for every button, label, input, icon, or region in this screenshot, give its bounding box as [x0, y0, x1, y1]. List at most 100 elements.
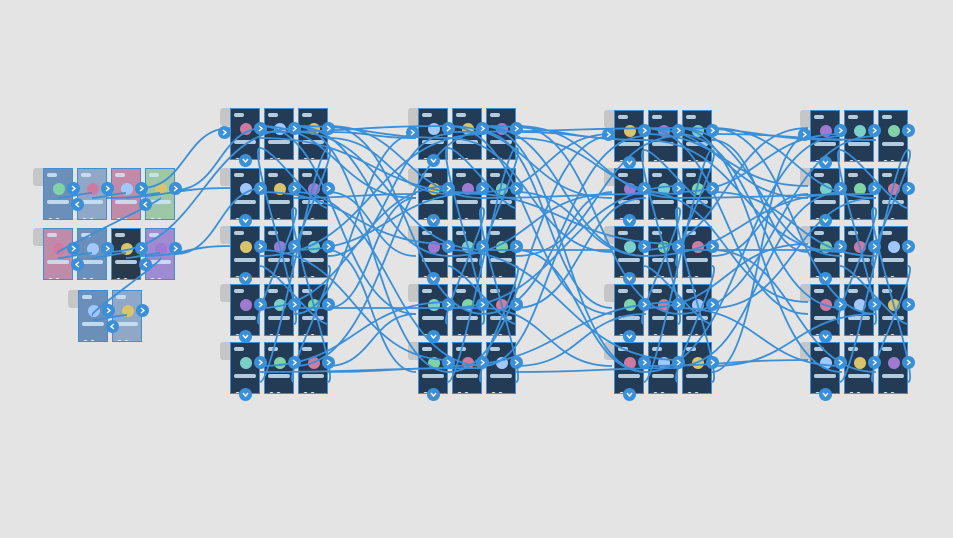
group-4-artboard[interactable]	[614, 168, 644, 220]
chevron-right-icon[interactable]	[510, 122, 523, 135]
group-4-artboard[interactable]	[614, 226, 644, 278]
group-1-artboard[interactable]	[77, 228, 107, 280]
group-1-artboard[interactable]	[43, 228, 73, 280]
chevron-down-icon[interactable]	[819, 272, 832, 285]
chevron-right-icon[interactable]	[638, 240, 651, 253]
chevron-right-icon[interactable]	[288, 356, 301, 369]
chevron-left-icon[interactable]	[71, 198, 84, 211]
chevron-right-icon[interactable]	[322, 298, 335, 311]
chevron-right-icon[interactable]	[902, 124, 915, 137]
group-5-artboard[interactable]	[878, 168, 908, 220]
chevron-right-icon[interactable]	[868, 182, 881, 195]
chevron-right-icon[interactable]	[902, 240, 915, 253]
chevron-right-icon[interactable]	[476, 182, 489, 195]
chevron-left-icon[interactable]	[71, 258, 84, 271]
group-3-artboard[interactable]	[418, 284, 448, 336]
chevron-right-icon[interactable]	[706, 240, 719, 253]
chevron-right-icon[interactable]	[476, 298, 489, 311]
chevron-right-icon[interactable]	[406, 126, 419, 139]
group-5-artboard[interactable]	[844, 110, 874, 162]
chevron-right-icon[interactable]	[868, 356, 881, 369]
group-3-artboard[interactable]	[452, 342, 482, 394]
group-1-artboard[interactable]	[112, 290, 142, 342]
group-2-artboard[interactable]	[298, 342, 328, 394]
chevron-right-icon[interactable]	[672, 298, 685, 311]
chevron-right-icon[interactable]	[902, 298, 915, 311]
group-1-artboard[interactable]	[145, 228, 175, 280]
group-5-artboard[interactable]	[810, 284, 840, 336]
group-2-artboard[interactable]	[230, 226, 260, 278]
group-2-artboard[interactable]	[298, 284, 328, 336]
chevron-right-icon[interactable]	[254, 298, 267, 311]
chevron-right-icon[interactable]	[902, 356, 915, 369]
chevron-right-icon[interactable]	[672, 356, 685, 369]
group-5-artboard[interactable]	[810, 110, 840, 162]
group-1-artboard[interactable]	[145, 168, 175, 220]
chevron-right-icon[interactable]	[834, 124, 847, 137]
chevron-right-icon[interactable]	[672, 240, 685, 253]
group-3-artboard[interactable]	[452, 284, 482, 336]
chevron-down-icon[interactable]	[819, 388, 832, 401]
chevron-right-icon[interactable]	[706, 124, 719, 137]
group-4-artboard[interactable]	[682, 342, 712, 394]
chevron-right-icon[interactable]	[135, 182, 148, 195]
group-4-artboard[interactable]	[648, 342, 678, 394]
group-5-artboard[interactable]	[878, 284, 908, 336]
group-2-artboard[interactable]	[230, 342, 260, 394]
chevron-right-icon[interactable]	[476, 356, 489, 369]
chevron-right-icon[interactable]	[868, 124, 881, 137]
group-3-artboard[interactable]	[486, 284, 516, 336]
chevron-right-icon[interactable]	[101, 182, 114, 195]
group-5-artboard[interactable]	[878, 342, 908, 394]
chevron-right-icon[interactable]	[101, 242, 114, 255]
chevron-right-icon[interactable]	[67, 182, 80, 195]
group-2-artboard[interactable]	[230, 108, 260, 160]
chevron-right-icon[interactable]	[706, 298, 719, 311]
group-1-artboard[interactable]	[43, 168, 73, 220]
chevron-right-icon[interactable]	[442, 240, 455, 253]
chevron-right-icon[interactable]	[442, 182, 455, 195]
group-5-artboard[interactable]	[810, 342, 840, 394]
chevron-right-icon[interactable]	[834, 298, 847, 311]
chevron-right-icon[interactable]	[254, 122, 267, 135]
group-5-artboard[interactable]	[844, 284, 874, 336]
group-3-artboard[interactable]	[486, 168, 516, 220]
group-3-artboard[interactable]	[486, 226, 516, 278]
group-5-artboard[interactable]	[844, 342, 874, 394]
chevron-down-icon[interactable]	[427, 214, 440, 227]
chevron-down-icon[interactable]	[427, 388, 440, 401]
chevron-right-icon[interactable]	[322, 356, 335, 369]
chevron-down-icon[interactable]	[239, 214, 252, 227]
chevron-right-icon[interactable]	[102, 304, 115, 317]
chevron-down-icon[interactable]	[427, 330, 440, 343]
group-5-artboard[interactable]	[810, 226, 840, 278]
chevron-right-icon[interactable]	[288, 182, 301, 195]
group-4-artboard[interactable]	[682, 226, 712, 278]
chevron-right-icon[interactable]	[798, 128, 811, 141]
chevron-right-icon[interactable]	[322, 122, 335, 135]
chevron-right-icon[interactable]	[834, 356, 847, 369]
chevron-right-icon[interactable]	[288, 122, 301, 135]
chevron-right-icon[interactable]	[706, 356, 719, 369]
chevron-right-icon[interactable]	[67, 242, 80, 255]
chevron-right-icon[interactable]	[868, 298, 881, 311]
chevron-right-icon[interactable]	[288, 240, 301, 253]
group-5-artboard[interactable]	[844, 226, 874, 278]
chevron-right-icon[interactable]	[254, 240, 267, 253]
chevron-down-icon[interactable]	[623, 214, 636, 227]
group-3-artboard[interactable]	[418, 342, 448, 394]
group-4-artboard[interactable]	[682, 284, 712, 336]
chevron-right-icon[interactable]	[706, 182, 719, 195]
chevron-right-icon[interactable]	[169, 242, 182, 255]
group-3-artboard[interactable]	[418, 226, 448, 278]
chevron-right-icon[interactable]	[638, 298, 651, 311]
chevron-right-icon[interactable]	[638, 356, 651, 369]
chevron-right-icon[interactable]	[169, 182, 182, 195]
group-2-artboard[interactable]	[230, 284, 260, 336]
group-4-artboard[interactable]	[648, 168, 678, 220]
chevron-right-icon[interactable]	[476, 122, 489, 135]
group-5-artboard[interactable]	[810, 168, 840, 220]
group-4-artboard[interactable]	[682, 168, 712, 220]
chevron-right-icon[interactable]	[288, 298, 301, 311]
chevron-right-icon[interactable]	[136, 304, 149, 317]
